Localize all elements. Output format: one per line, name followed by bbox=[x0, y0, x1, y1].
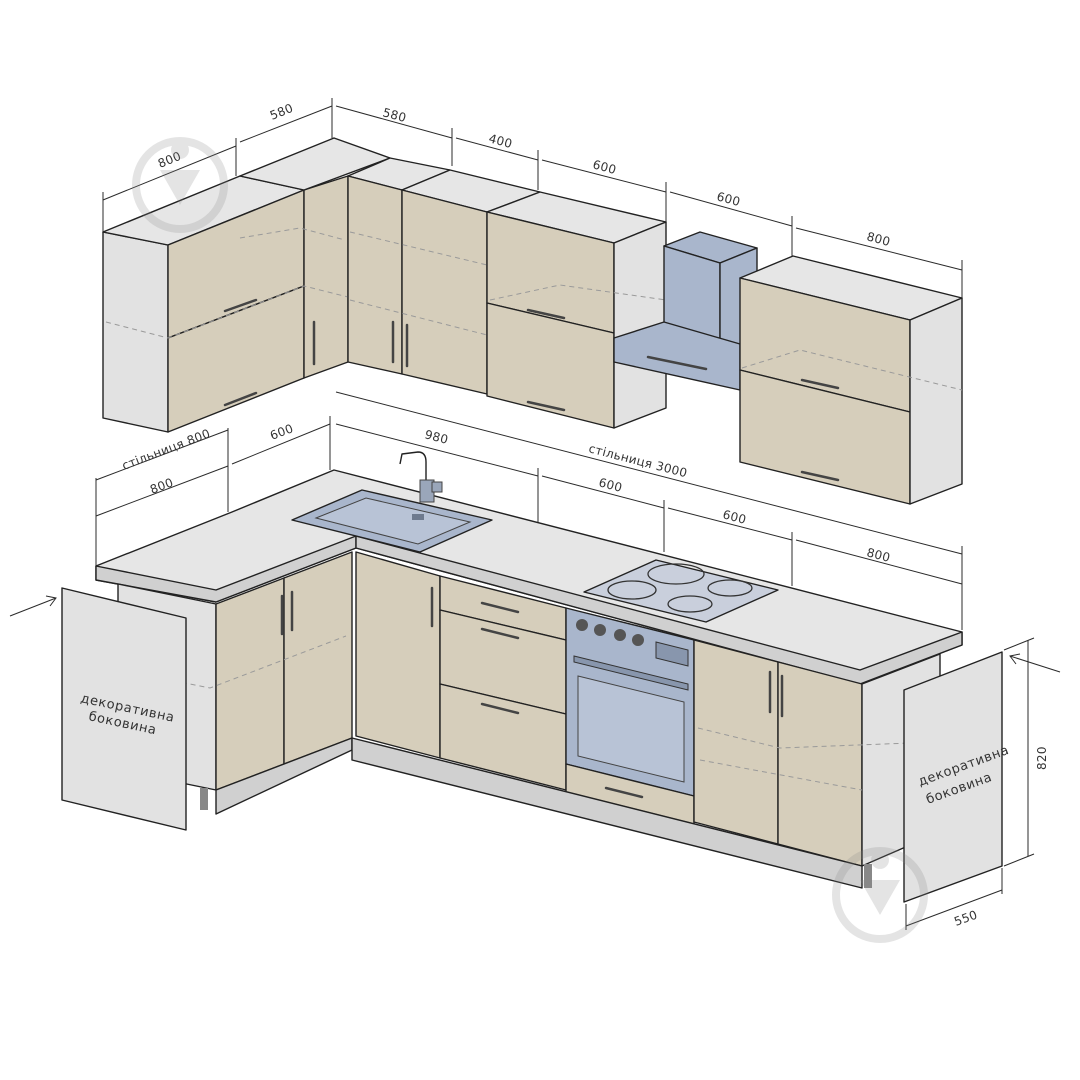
upper-right-cabinet bbox=[739, 255, 963, 505]
knob-icon bbox=[614, 629, 626, 641]
handle bbox=[480, 601, 520, 614]
shelf-dash bbox=[349, 231, 541, 266]
shelf-dash bbox=[741, 349, 963, 391]
faucet-lever bbox=[431, 481, 443, 493]
handle bbox=[604, 786, 644, 799]
dim-upper-400: 400 bbox=[487, 131, 514, 151]
dim-countertop-800: 800 bbox=[148, 475, 175, 497]
handle bbox=[800, 378, 840, 390]
handle bbox=[526, 400, 566, 412]
dim-side-550: 550 bbox=[952, 908, 979, 929]
oven-handle bbox=[573, 655, 689, 691]
handle bbox=[480, 627, 520, 640]
shelf-dash bbox=[697, 727, 937, 749]
watermark-icon bbox=[132, 137, 228, 233]
handle bbox=[223, 391, 258, 407]
burner bbox=[667, 595, 713, 613]
upper-corner-door bbox=[303, 175, 349, 379]
upper-cabinets bbox=[102, 137, 667, 433]
base-corner-door-a bbox=[215, 577, 285, 791]
plinth-front bbox=[351, 737, 863, 889]
upper-600-side bbox=[613, 221, 667, 429]
countertop-edge-front bbox=[355, 535, 963, 685]
dim-base-600-a: 600 bbox=[597, 475, 624, 495]
base-cabinets bbox=[117, 551, 941, 889]
dim-countertop-800-label: стільниця 800 bbox=[120, 426, 212, 473]
sink-bowl bbox=[314, 497, 472, 545]
dim-upper-600: 600 bbox=[591, 157, 618, 177]
dim-sink-980: 980 bbox=[423, 427, 450, 447]
hob bbox=[583, 559, 779, 623]
hob-surface bbox=[583, 559, 779, 623]
oven-window bbox=[577, 675, 685, 783]
sink-drain bbox=[412, 514, 424, 520]
dim-upper-right-800: 800 bbox=[865, 229, 892, 249]
dim-upper-580-depth: 580 bbox=[268, 101, 295, 123]
shelf-dash bbox=[239, 227, 346, 241]
sink bbox=[291, 451, 493, 553]
handle bbox=[480, 702, 520, 715]
knob-icon bbox=[632, 634, 644, 646]
leg bbox=[864, 864, 872, 888]
upper-right-side bbox=[909, 297, 963, 505]
shelf-dash bbox=[105, 285, 361, 339]
arrow-left bbox=[9, 597, 57, 617]
arrow-right-head bbox=[1009, 653, 1021, 665]
dim-side-820: 820 bbox=[1035, 746, 1049, 770]
dim-upper-580: 580 bbox=[381, 105, 408, 125]
base-corner-door-b bbox=[283, 551, 353, 765]
base-right-door-a bbox=[693, 639, 779, 845]
handle bbox=[223, 298, 258, 313]
right-panel-face bbox=[903, 651, 1003, 903]
burner bbox=[647, 563, 705, 585]
shelf-dash bbox=[699, 759, 863, 791]
upper-left-side bbox=[102, 231, 169, 433]
decor-panel-left: декоративна боковина bbox=[9, 587, 187, 831]
decor-panel-right: декоративна боковина bbox=[903, 651, 1061, 903]
handle bbox=[526, 308, 566, 320]
base-sink-door bbox=[355, 551, 441, 759]
burner bbox=[607, 580, 657, 600]
leg bbox=[200, 788, 208, 810]
arrow-right bbox=[1009, 655, 1061, 673]
dim-hood-600: 600 bbox=[715, 189, 742, 209]
shelf-dash bbox=[349, 299, 488, 336]
dim-base-600-b: 600 bbox=[721, 507, 748, 527]
left-panel-face bbox=[61, 587, 187, 831]
knob-icon bbox=[576, 619, 588, 631]
dim-base-800: 800 bbox=[865, 545, 892, 565]
upper-400-door bbox=[401, 189, 488, 395]
burner bbox=[707, 579, 753, 597]
base-right-door-b bbox=[777, 661, 863, 867]
hood-handle bbox=[646, 355, 708, 371]
knob-icon bbox=[594, 624, 606, 636]
handle bbox=[800, 470, 840, 482]
faucet-icon bbox=[399, 451, 427, 502]
oven-display bbox=[655, 641, 689, 667]
arrow-left-head bbox=[45, 595, 57, 607]
watermark-icon bbox=[832, 847, 928, 943]
